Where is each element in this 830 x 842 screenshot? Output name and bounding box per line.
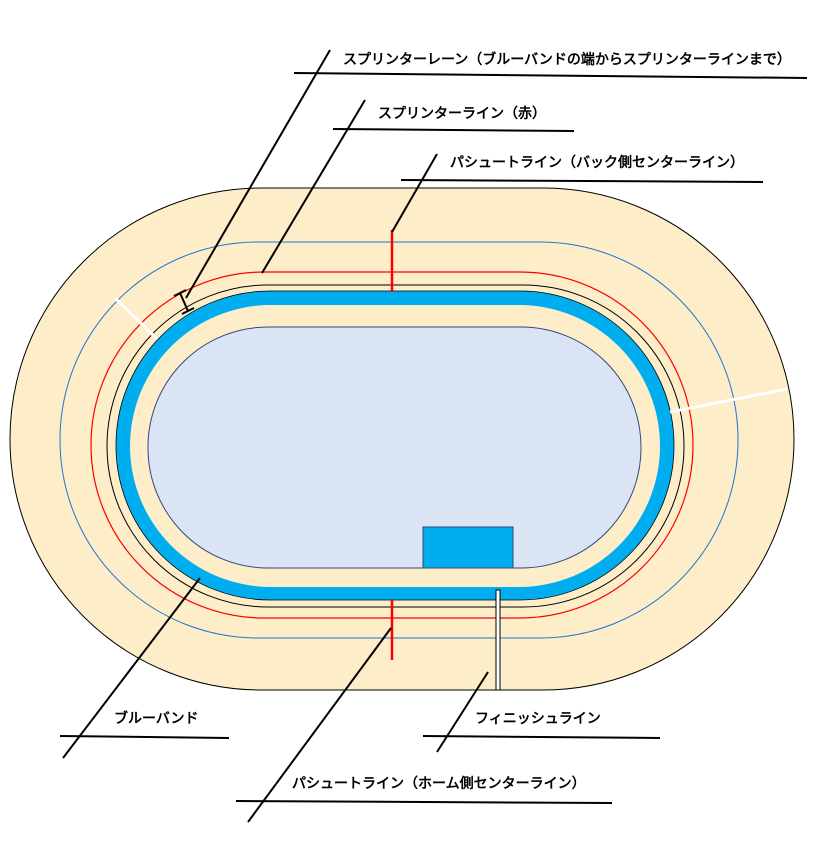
sprinter-lane-label: スプリンターレーン（ブルーバンドの端からスプリンターラインまで） (343, 51, 791, 68)
finish-line-label: フィニッシュライン (475, 711, 601, 727)
infield (147, 326, 642, 569)
infield-box (422, 526, 514, 569)
blue-band-underline (59, 735, 230, 739)
sprinter-lane-bracket (179, 292, 189, 312)
pursuit-home-leader (247, 627, 392, 823)
finish-line-underline (422, 735, 661, 739)
sprinter-lane-leader (185, 49, 331, 299)
sprinter-line-label: スプリンターライン（赤） (378, 106, 546, 122)
sprinter-lane-underline (293, 72, 808, 79)
pursuit-home-label: パシュートライン（ホーム側センターライン） (292, 775, 586, 792)
measurement-line (106, 284, 685, 608)
blue-band-label: ブルーバンド (114, 710, 199, 727)
blue-band-leader (62, 577, 201, 759)
stayer-line (59, 241, 739, 639)
sprinter-lane-bracket-cap1 (173, 289, 187, 297)
sprinter-lane-bracket-cap2 (181, 307, 195, 315)
finish-line (495, 589, 501, 691)
right-white-line (669, 387, 788, 414)
pursuit-home-underline (235, 800, 613, 804)
pursuit-back-underline (400, 179, 764, 183)
left-white-line (113, 296, 159, 341)
pursuit-back-leader (391, 153, 438, 233)
finish-line-leader (436, 671, 489, 753)
sprinter-line-underline (332, 128, 575, 132)
pursuit-back-label: パシュートライン（バック側センターライン） (450, 154, 744, 171)
